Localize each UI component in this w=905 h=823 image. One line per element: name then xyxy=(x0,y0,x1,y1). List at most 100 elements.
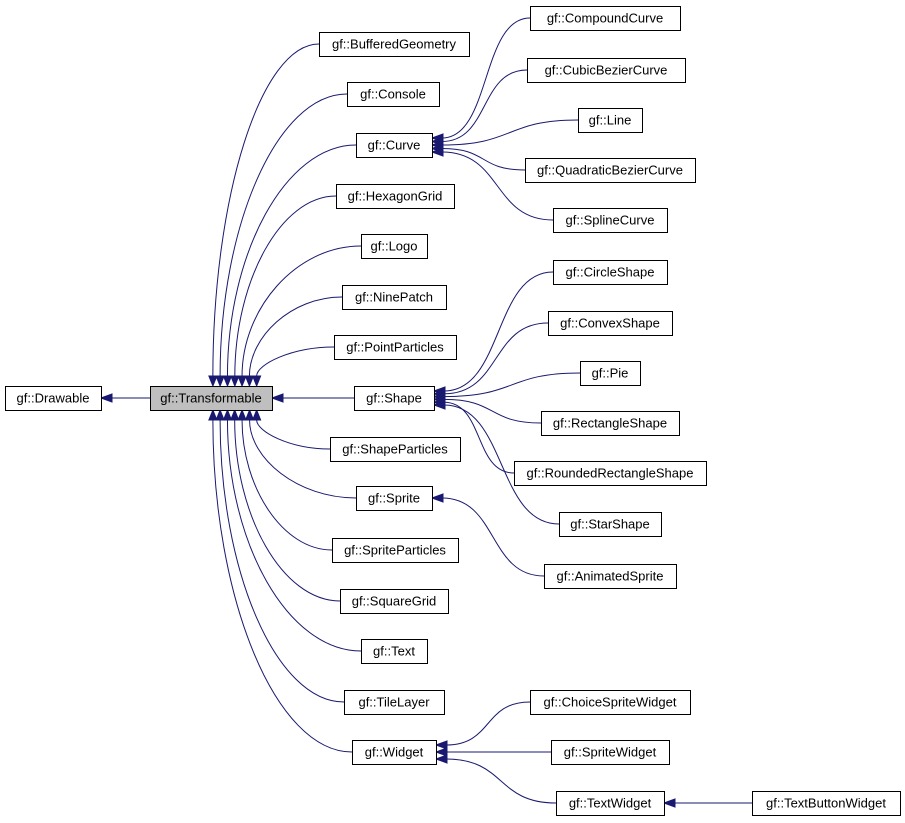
node-hexagongrid[interactable]: gf::HexagonGrid xyxy=(336,184,455,209)
node-box[interactable] xyxy=(356,133,433,158)
node-logo[interactable]: gf::Logo xyxy=(361,234,428,259)
node-box[interactable] xyxy=(361,234,428,259)
node-box[interactable] xyxy=(332,538,459,563)
node-box[interactable] xyxy=(553,260,668,285)
node-box[interactable] xyxy=(342,285,447,310)
edge-line-to-curve xyxy=(430,119,579,150)
node-transformable[interactable]: gf::Transformable xyxy=(150,386,273,411)
edge-line xyxy=(441,69,528,142)
edge-arrowhead xyxy=(270,393,284,403)
edge-hexagongrid-to-transformable xyxy=(230,195,337,388)
node-box[interactable] xyxy=(340,589,449,614)
edge-line xyxy=(441,119,579,146)
node-box[interactable] xyxy=(553,208,668,233)
edge-line xyxy=(441,497,545,577)
node-circleshape[interactable]: gf::CircleShape xyxy=(553,260,668,285)
node-textwidget[interactable]: gf::TextWidget xyxy=(556,791,665,816)
node-box[interactable] xyxy=(556,791,665,816)
edge-arrowhead xyxy=(430,147,444,157)
edge-arrowhead xyxy=(208,375,218,388)
node-widget[interactable]: gf::Widget xyxy=(352,740,437,765)
node-animatedsprite[interactable]: gf::AnimatedSprite xyxy=(544,564,677,589)
node-choicespritewidget[interactable]: gf::ChoiceSpriteWidget xyxy=(530,690,691,715)
node-drawable[interactable]: gf::Drawable xyxy=(5,386,102,411)
edge-line xyxy=(443,404,560,525)
edge-splinecurve-to-curve xyxy=(430,147,554,221)
node-starshape[interactable]: gf::StarShape xyxy=(559,512,662,537)
node-shapeparticles[interactable]: gf::ShapeParticles xyxy=(330,437,461,462)
node-box[interactable] xyxy=(354,386,435,411)
node-spriteparticles[interactable]: gf::SpriteParticles xyxy=(332,538,459,563)
edge-textbuttonwidget-to-textwidget xyxy=(662,798,752,808)
node-convexshape[interactable]: gf::ConvexShape xyxy=(548,311,673,336)
node-box[interactable] xyxy=(319,32,470,57)
node-box[interactable] xyxy=(356,486,433,511)
edge-line xyxy=(441,151,554,221)
edge-arrowhead xyxy=(244,408,255,421)
edge-line xyxy=(234,419,341,602)
node-quadraticbeziercurve[interactable]: gf::QuadraticBezierCurve xyxy=(525,158,696,183)
node-splinecurve[interactable]: gf::SplineCurve xyxy=(553,208,668,233)
node-box[interactable] xyxy=(551,740,670,765)
node-box[interactable] xyxy=(530,690,691,715)
edges-layer xyxy=(99,17,752,808)
edge-arrowhead xyxy=(430,493,444,503)
node-box[interactable] xyxy=(514,461,707,486)
node-ninepatch[interactable]: gf::NinePatch xyxy=(342,285,447,310)
node-bufferedgeometry[interactable]: gf::BufferedGeometry xyxy=(319,32,470,57)
node-console[interactable]: gf::Console xyxy=(347,82,440,107)
node-cubicbeziercurve[interactable]: gf::CubicBezierCurve xyxy=(527,58,686,83)
node-box[interactable] xyxy=(352,740,437,765)
edge-arrowhead xyxy=(434,740,448,750)
node-rectangleshape[interactable]: gf::RectangleShape xyxy=(541,411,680,436)
edge-widget-to-transformable xyxy=(208,408,353,753)
node-box[interactable] xyxy=(336,184,455,209)
edge-line xyxy=(443,322,549,395)
edge-line xyxy=(248,296,343,377)
edge-transformable-to-drawable xyxy=(99,393,150,403)
node-textbuttonwidget[interactable]: gf::TextButtonWidget xyxy=(752,791,901,816)
node-box[interactable] xyxy=(334,335,457,360)
node-box[interactable] xyxy=(541,411,680,436)
node-text[interactable]: gf::Text xyxy=(361,639,428,664)
edge-arrowhead xyxy=(208,408,218,421)
node-roundedrectangleshape[interactable]: gf::RoundedRectangleShape xyxy=(514,461,707,486)
node-pointparticles[interactable]: gf::PointParticles xyxy=(334,335,457,360)
edge-arrowhead xyxy=(99,393,113,403)
edge-line xyxy=(443,401,515,474)
node-box[interactable] xyxy=(544,564,677,589)
node-box[interactable] xyxy=(5,386,102,411)
node-box[interactable] xyxy=(330,437,461,462)
edge-pie-to-shape xyxy=(432,372,581,402)
node-box[interactable] xyxy=(559,512,662,537)
node-tilelayer[interactable]: gf::TileLayer xyxy=(344,690,445,715)
node-curve[interactable]: gf::Curve xyxy=(356,133,433,158)
node-box[interactable] xyxy=(578,108,643,133)
node-box[interactable] xyxy=(527,58,686,83)
node-box[interactable] xyxy=(525,158,696,183)
node-box[interactable] xyxy=(548,311,673,336)
node-sprite[interactable]: gf::Sprite xyxy=(356,486,433,511)
node-box[interactable] xyxy=(361,639,428,664)
node-box[interactable] xyxy=(347,82,440,107)
edge-arrowhead xyxy=(230,375,240,388)
node-squaregrid[interactable]: gf::SquareGrid xyxy=(340,589,449,614)
node-box[interactable] xyxy=(150,386,273,411)
edge-animatedsprite-to-sprite xyxy=(430,493,545,577)
edge-arrowhead xyxy=(222,375,233,388)
edge-textwidget-to-widget xyxy=(434,754,557,804)
edge-quadraticbeziercurve-to-curve xyxy=(430,143,526,171)
edge-arrowhead xyxy=(251,375,262,388)
edge-line xyxy=(441,17,531,139)
node-shape[interactable]: gf::Shape xyxy=(354,386,435,411)
node-spritewidget[interactable]: gf::SpriteWidget xyxy=(551,740,670,765)
node-box[interactable] xyxy=(580,361,641,386)
node-pie[interactable]: gf::Pie xyxy=(580,361,641,386)
node-box[interactable] xyxy=(344,690,445,715)
node-line[interactable]: gf::Line xyxy=(578,108,643,133)
node-box[interactable] xyxy=(752,791,901,816)
node-compoundcurve[interactable]: gf::CompoundCurve xyxy=(530,6,681,31)
edge-squaregrid-to-transformable xyxy=(229,408,341,602)
node-box[interactable] xyxy=(530,6,681,31)
